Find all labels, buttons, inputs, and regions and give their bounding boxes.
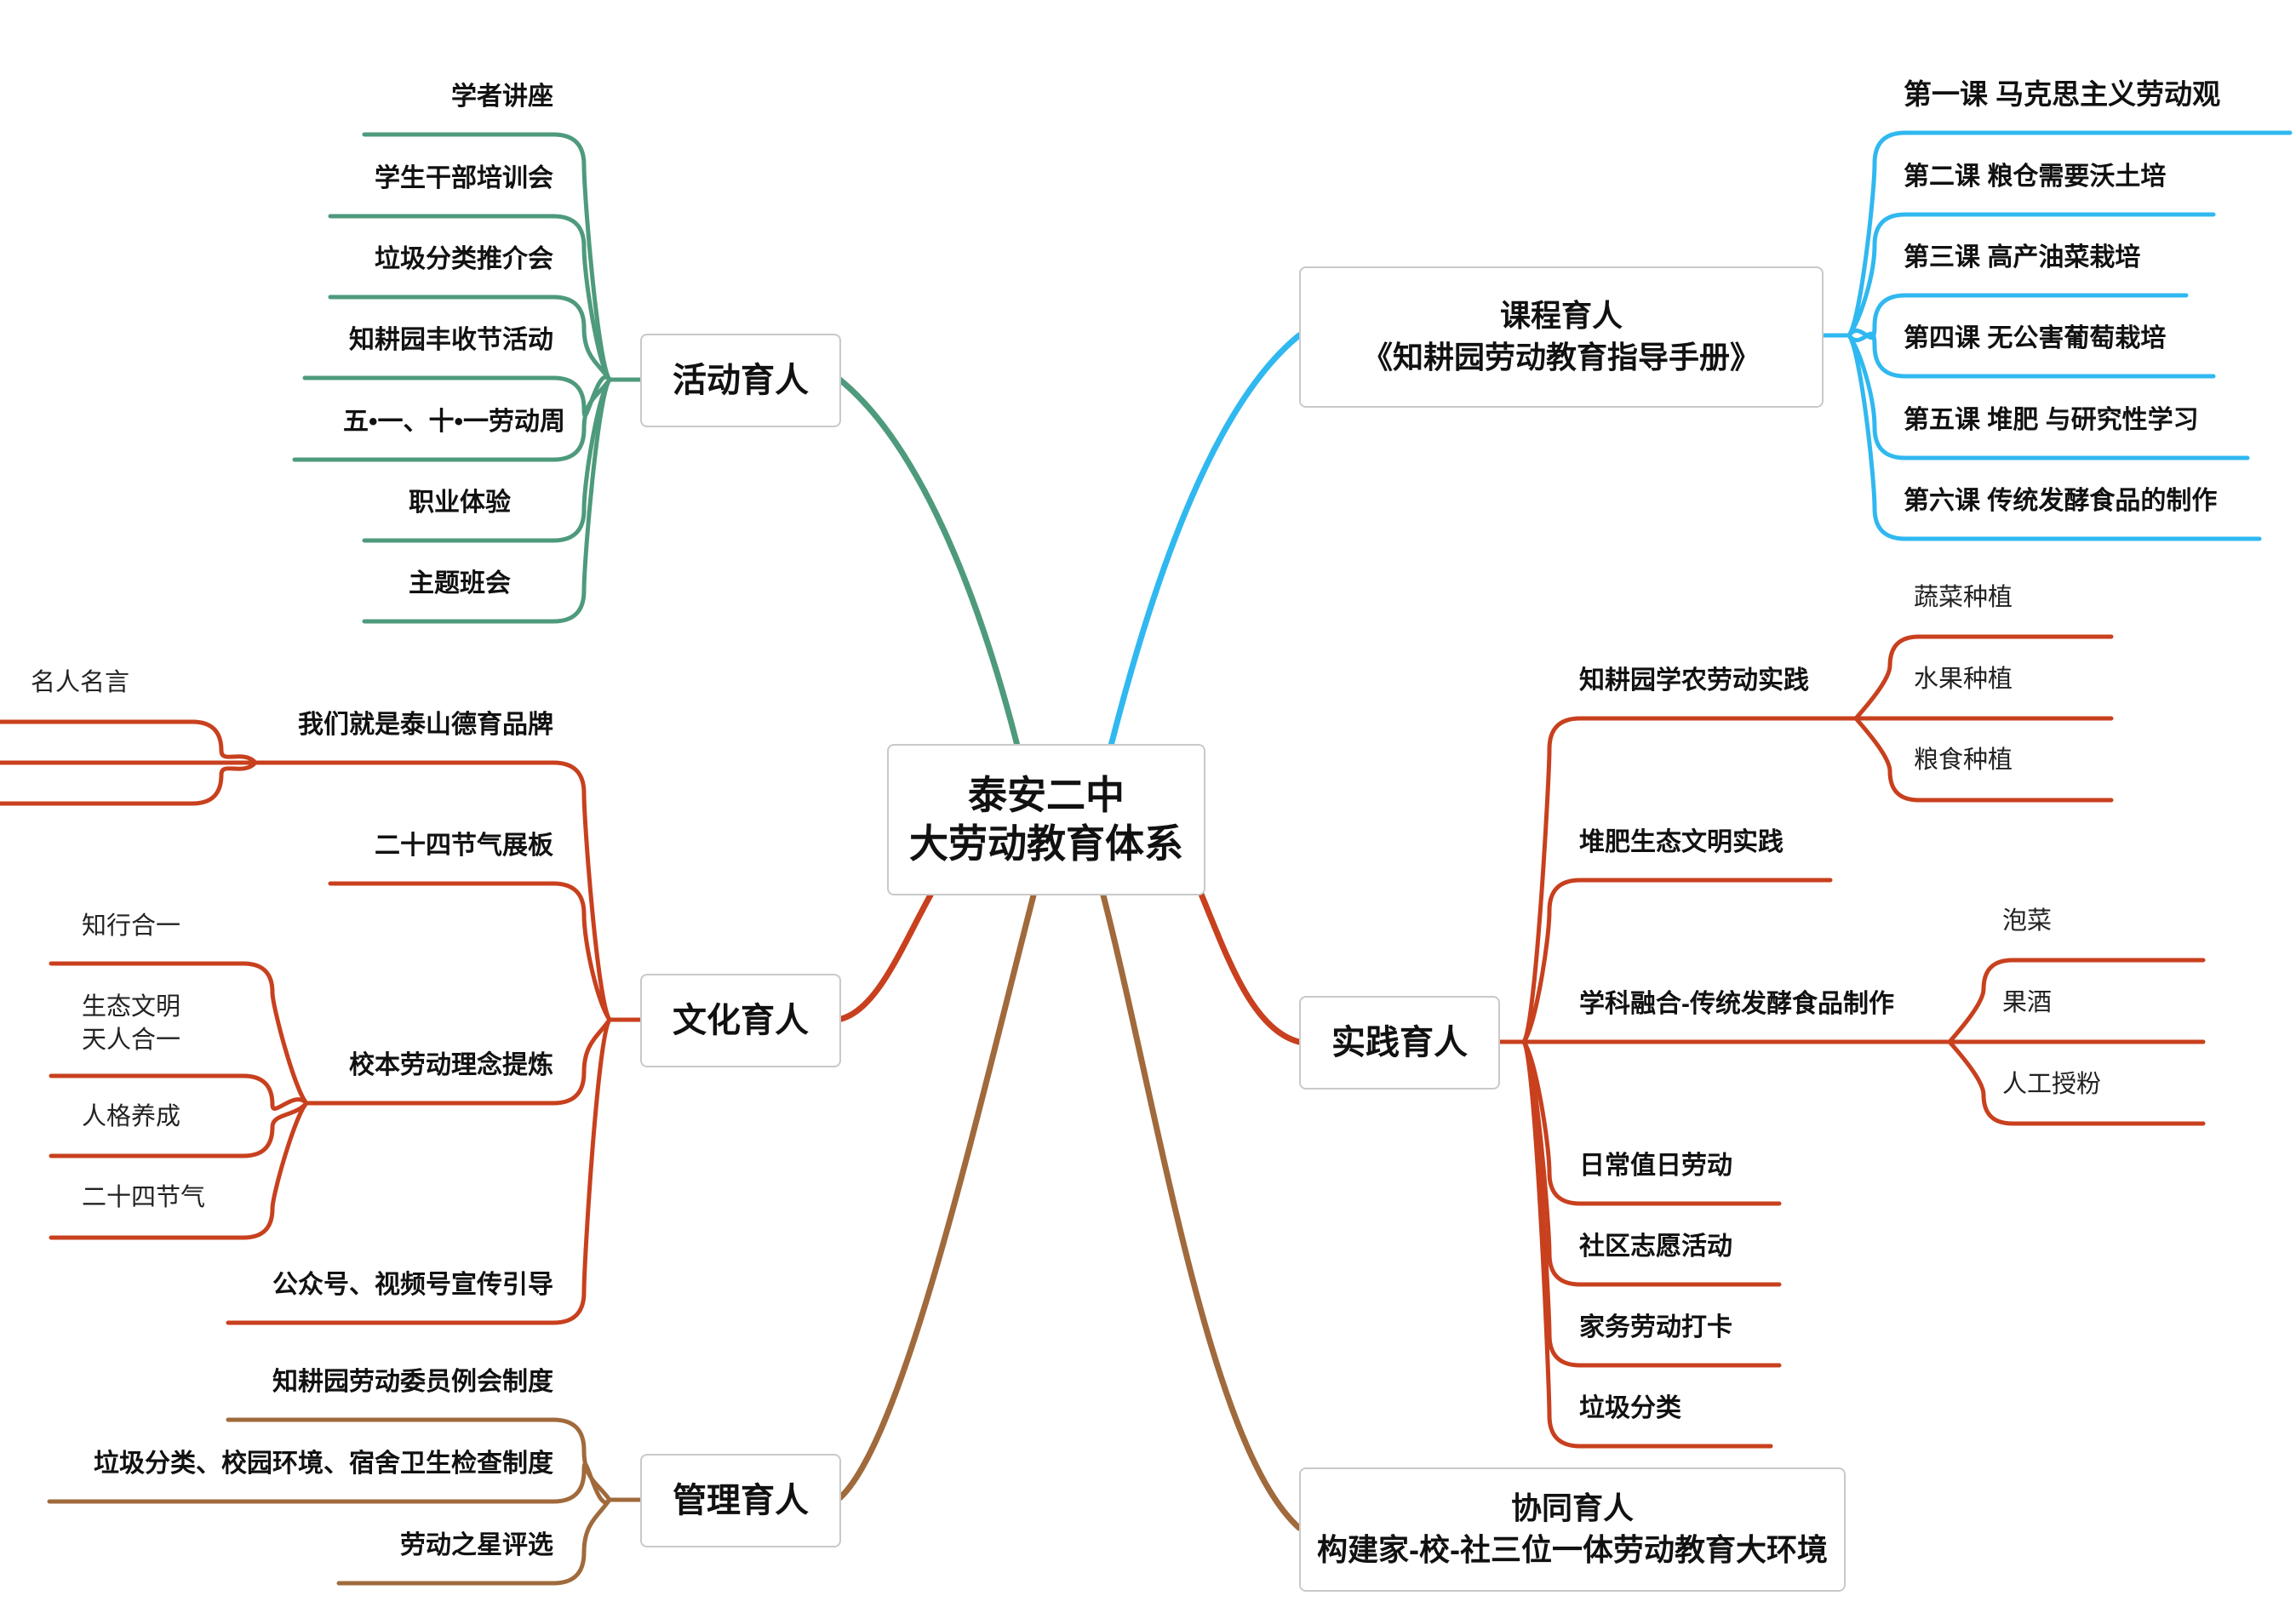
- practice-leaf-shuiguo[interactable]: 水果种植: [1914, 666, 2013, 693]
- edge-practice-fajiao-1: [1947, 958, 2206, 1044]
- edge-practice-item-4: [1521, 1039, 1782, 1206]
- practice-item-7[interactable]: 垃圾分类: [1579, 1394, 1681, 1422]
- culture-leaf-zhixing[interactable]: 知行合一: [82, 912, 181, 940]
- edge-culture-item-4: [226, 1017, 612, 1325]
- culture-leaf-jieqi[interactable]: 二十四节气: [82, 1184, 206, 1211]
- curriculum-item-3[interactable]: 第三课 高产油菜栽培: [1904, 243, 2141, 272]
- practice-leaf-shoufen[interactable]: 人工授粉: [2002, 1071, 2102, 1098]
- edge-practice-xuenong-1: [1853, 634, 2114, 721]
- activity-item-7[interactable]: 主题班会: [409, 569, 511, 598]
- edge-management-item-3: [336, 1497, 612, 1586]
- management-item-3[interactable]: 劳动之星评选: [400, 1531, 553, 1559]
- practice-leaf-guojiu[interactable]: 果酒: [2002, 989, 2053, 1016]
- activity-item-5[interactable]: 五•一、十•一劳动周: [342, 408, 565, 436]
- edge-practice-item-7: [1521, 1039, 1773, 1449]
- topic-culture[interactable]: 文化育人: [640, 974, 841, 1067]
- edge-activity-item-7: [362, 377, 612, 624]
- practice-leaf-liangshi[interactable]: 粮食种植: [1914, 746, 2013, 774]
- culture-leaf-shengtai[interactable]: 生态文明 天人合一: [82, 993, 181, 1055]
- edge-curriculum-item-3: [1847, 293, 2189, 340]
- culture-item-3[interactable]: 校本劳动理念提炼: [349, 1051, 553, 1079]
- edge-activity-item-2: [328, 214, 612, 382]
- edge-practice-xuenong-3: [1853, 716, 2114, 803]
- edge-management-item-1: [226, 1417, 612, 1502]
- culture-item-1[interactable]: 我们就是泰山德育品牌: [298, 711, 553, 739]
- activity-item-1[interactable]: 学者讲座: [451, 83, 553, 111]
- edge-culture-mingren-1: [0, 719, 258, 765]
- edge-practice-fajiao-3: [1947, 1039, 2206, 1126]
- curriculum-item-1[interactable]: 第一课 马克思主义劳动观: [1904, 78, 2221, 110]
- curriculum-item-6[interactable]: 第六课 传统发酵食品的制作: [1904, 487, 2218, 515]
- topic-curriculum[interactable]: 课程育人 《知耕园劳动教育指导手册》: [1299, 266, 1824, 408]
- edge-culture-item-1: [0, 760, 612, 1022]
- edge-curriculum-item-6: [1847, 333, 2262, 541]
- culture-leaf-mingren[interactable]: 名人名言: [31, 669, 130, 696]
- culture-item-2[interactable]: 二十四节气展板: [375, 832, 553, 860]
- center-title-line-1: 泰安二中: [968, 772, 1125, 817]
- management-item-1[interactable]: 知耕园劳动委员例会制度: [272, 1368, 553, 1396]
- edge-management-item-2: [47, 1461, 612, 1505]
- edge-culture-item-3: [304, 1017, 612, 1106]
- activity-item-6[interactable]: 职业体验: [409, 489, 511, 517]
- topic-collab-line-2: 构建家-校-社三位一体劳动教育大环境: [1317, 1532, 1828, 1567]
- edge-practice-item-1: [1521, 716, 1858, 1044]
- practice-item-1[interactable]: 知耕园学农劳动实践: [1579, 666, 1809, 695]
- curriculum-item-5[interactable]: 第五课 堆肥 与研究性学习: [1904, 406, 2199, 434]
- center-node[interactable]: 泰安二中 大劳动教育体系: [887, 744, 1205, 895]
- practice-item-3[interactable]: 学科融合-传统发酵食品制作: [1579, 990, 1894, 1018]
- culture-leaf-renge[interactable]: 人格养成: [82, 1103, 181, 1130]
- edge-activity-item-5: [292, 377, 612, 462]
- edge-culture-linian-2: [49, 1073, 309, 1111]
- edge-activity-item-1: [362, 132, 612, 382]
- practice-item-5[interactable]: 社区志愿活动: [1579, 1233, 1732, 1261]
- curriculum-item-4[interactable]: 第四课 无公害葡萄栽培: [1904, 324, 2167, 352]
- edge-curriculum-item-4: [1847, 331, 2216, 379]
- activity-item-2[interactable]: 学生干部培训会: [375, 164, 553, 192]
- topic-culture-label: 文化育人: [673, 1002, 809, 1039]
- edge-culture-linian-1: [49, 961, 309, 1106]
- edge-culture-mingren-2: [0, 760, 258, 806]
- topic-curriculum-line-2: 《知耕园劳动教育指导手册》: [1361, 340, 1761, 375]
- edge-culture-linian-4: [49, 1101, 309, 1240]
- edge-activity-item-6: [362, 377, 612, 543]
- activity-item-3[interactable]: 垃圾分类推介会: [375, 245, 553, 273]
- edge-center-collab: [1099, 889, 1303, 1531]
- topic-collab-line-1: 协同育人: [1510, 1490, 1634, 1526]
- practice-item-2[interactable]: 堆肥生态文明实践: [1579, 828, 1784, 856]
- culture-item-4[interactable]: 公众号、视频号宣传引导: [272, 1271, 553, 1299]
- activity-item-4[interactable]: 知耕园丰收节活动: [349, 326, 553, 354]
- edge-center-culture: [834, 889, 936, 1023]
- edge-activity-item-3: [328, 295, 612, 382]
- management-item-2[interactable]: 垃圾分类、校园环境、宿舍卫生检查制度: [94, 1450, 553, 1478]
- edge-center-practice: [1197, 889, 1303, 1045]
- topic-management-label: 管理育人: [673, 1482, 809, 1519]
- practice-item-6[interactable]: 家务劳动打卡: [1579, 1313, 1732, 1341]
- edge-curriculum-item-5: [1847, 333, 2250, 460]
- edge-practice-item-2: [1521, 878, 1833, 1044]
- practice-leaf-paocai[interactable]: 泡菜: [2002, 907, 2053, 935]
- edge-activity-item-4: [302, 375, 612, 418]
- topic-practice[interactable]: 实践育人: [1299, 996, 1500, 1090]
- center-title-line-2: 大劳动教育体系: [909, 821, 1183, 866]
- topic-activity[interactable]: 活动育人: [640, 334, 841, 427]
- edge-curriculum-item-2: [1847, 212, 2216, 338]
- practice-leaf-shucai[interactable]: 蔬菜种植: [1914, 584, 2013, 611]
- edge-center-curriculum: [1108, 332, 1303, 749]
- topic-management[interactable]: 管理育人: [640, 1454, 841, 1547]
- edge-culture-linian-3: [49, 1101, 309, 1158]
- topic-practice-label: 实践育人: [1331, 1024, 1468, 1061]
- edge-center-management: [834, 889, 1038, 1503]
- edge-culture-item-2: [328, 881, 612, 1022]
- practice-item-4[interactable]: 日常值日劳动: [1579, 1152, 1732, 1180]
- curriculum-item-2[interactable]: 第二课 粮仓需要沃土培: [1904, 163, 2167, 191]
- edge-curriculum-item-1: [1847, 130, 2293, 338]
- topic-collab[interactable]: 协同育人 构建家-校-社三位一体劳动教育大环境: [1299, 1467, 1846, 1592]
- topic-curriculum-line-1: 课程育人: [1499, 298, 1623, 334]
- edge-center-activity: [834, 375, 1021, 749]
- topic-activity-label: 活动育人: [673, 362, 809, 399]
